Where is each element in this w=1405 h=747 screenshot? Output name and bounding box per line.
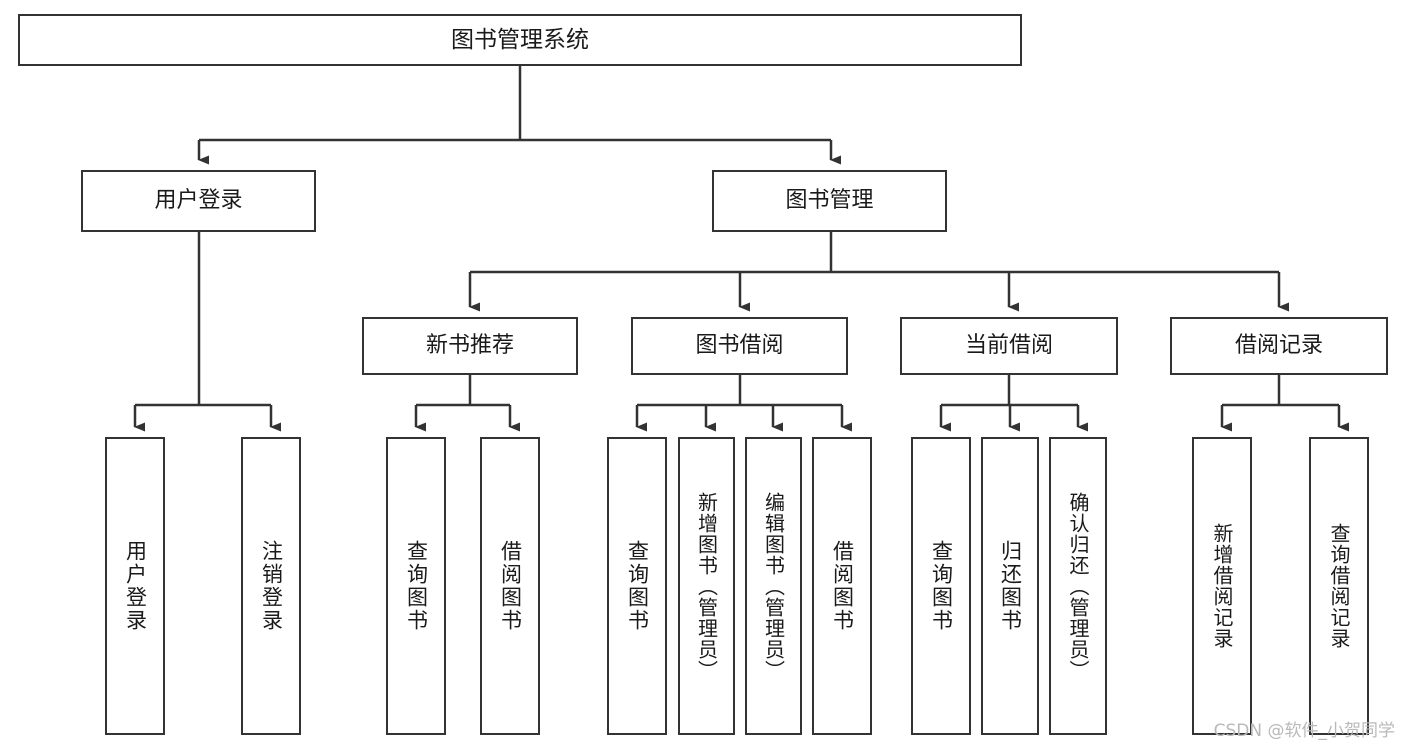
- node-leaf-bookborrow-query-label: 查询图书: [625, 540, 650, 632]
- node-leaf-currentborrow-return[interactable]: 归还图书: [981, 437, 1039, 735]
- node-book-management[interactable]: 图书管理: [712, 170, 947, 232]
- node-leaf-bookborrow-add[interactable]: 新增图书（管理员）: [678, 437, 735, 735]
- csdn-watermark: CSDN @软件_小贺同学: [1213, 721, 1395, 741]
- node-current-borrow-label: 当前借阅: [964, 333, 1053, 359]
- node-new-book-recommend[interactable]: 新书推荐: [362, 317, 578, 375]
- node-user-login-label: 用户登录: [154, 188, 243, 214]
- node-root-system-label: 图书管理系统: [451, 26, 589, 53]
- node-leaf-newbook-borrow-label: 借阅图书: [498, 540, 523, 632]
- node-leaf-borrowrecord-add-label: 新增借阅记录: [1210, 523, 1234, 649]
- node-leaf-user-login-signout[interactable]: 注销登录: [241, 437, 301, 735]
- node-leaf-currentborrow-query-label: 查询图书: [929, 540, 954, 632]
- node-leaf-borrowrecord-add[interactable]: 新增借阅记录: [1192, 437, 1252, 735]
- node-book-borrow-label: 图书借阅: [695, 333, 784, 359]
- node-book-management-label: 图书管理: [785, 188, 874, 214]
- node-leaf-user-login-signin[interactable]: 用户登录: [105, 437, 165, 735]
- node-new-book-recommend-label: 新书推荐: [425, 333, 514, 359]
- node-current-borrow[interactable]: 当前借阅: [900, 317, 1118, 375]
- node-borrow-record-label: 借阅记录: [1234, 333, 1323, 359]
- node-leaf-newbook-query[interactable]: 查询图书: [386, 437, 446, 735]
- node-leaf-bookborrow-query[interactable]: 查询图书: [607, 437, 667, 735]
- node-leaf-currentborrow-confirm-label: 确认归还（管理员）: [1066, 491, 1090, 681]
- node-leaf-bookborrow-edit-label: 编辑图书（管理员）: [761, 491, 786, 681]
- node-book-borrow[interactable]: 图书借阅: [631, 317, 848, 375]
- node-user-login[interactable]: 用户登录: [81, 170, 316, 232]
- node-leaf-currentborrow-return-label: 归还图书: [998, 540, 1023, 632]
- node-borrow-record[interactable]: 借阅记录: [1170, 317, 1388, 375]
- node-leaf-bookborrow-borrow-label: 借阅图书: [830, 540, 855, 632]
- node-leaf-user-login-signout-label: 注销登录: [259, 540, 284, 632]
- node-leaf-bookborrow-borrow[interactable]: 借阅图书: [812, 437, 872, 735]
- node-leaf-currentborrow-query[interactable]: 查询图书: [911, 437, 971, 735]
- node-leaf-newbook-borrow[interactable]: 借阅图书: [480, 437, 540, 735]
- node-leaf-borrowrecord-query[interactable]: 查询借阅记录: [1309, 437, 1369, 735]
- node-leaf-user-login-signin-label: 用户登录: [123, 540, 148, 632]
- node-leaf-borrowrecord-query-label: 查询借阅记录: [1327, 523, 1351, 649]
- node-root-system[interactable]: 图书管理系统: [18, 14, 1022, 66]
- node-leaf-currentborrow-confirm[interactable]: 确认归还（管理员）: [1049, 437, 1107, 735]
- node-leaf-newbook-query-label: 查询图书: [404, 540, 429, 632]
- node-leaf-bookborrow-edit[interactable]: 编辑图书（管理员）: [745, 437, 802, 735]
- node-leaf-bookborrow-add-label: 新增图书（管理员）: [694, 491, 719, 681]
